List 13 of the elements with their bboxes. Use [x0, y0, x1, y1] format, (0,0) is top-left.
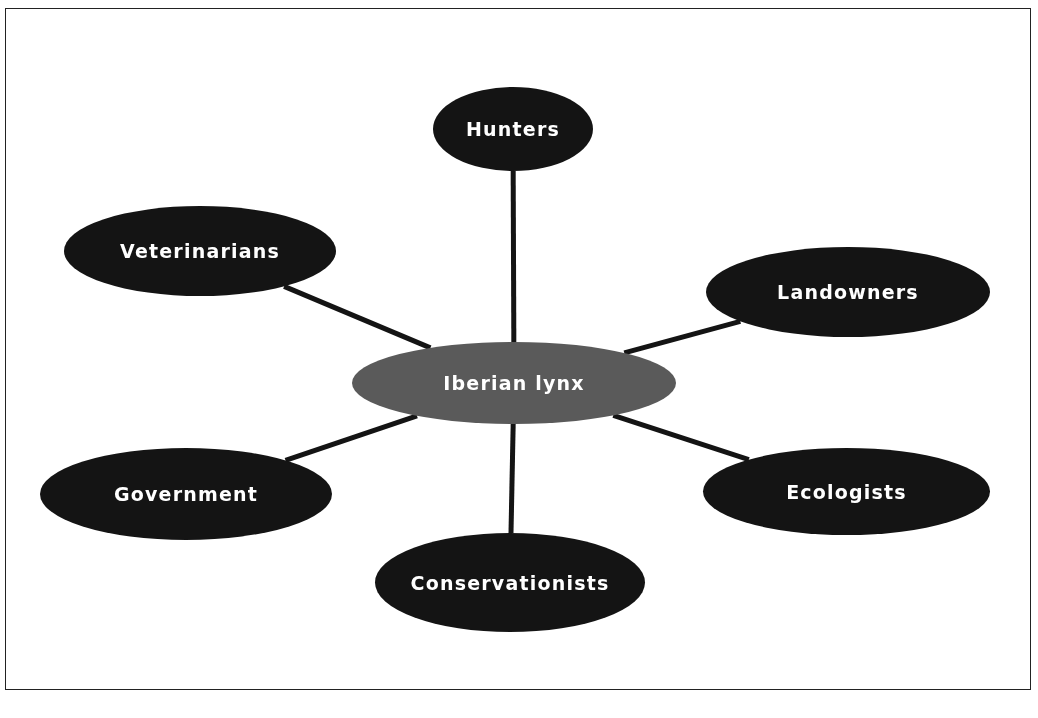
connector-line — [510, 171, 517, 342]
ellipse-label: Hunters — [466, 118, 560, 140]
connector-line — [283, 284, 432, 351]
ellipse-label: Iberian lynx — [443, 372, 585, 394]
connector-line — [284, 413, 418, 463]
ellipse-label: Government — [113, 483, 259, 505]
connector-line — [508, 423, 516, 534]
ellipse-label: Ecologists — [786, 480, 907, 503]
connector-line — [623, 318, 741, 356]
ellipse-label: Landowners — [777, 281, 919, 303]
ellipse-label: Veterinarians — [120, 240, 280, 262]
connector-line — [612, 413, 750, 462]
ellipse-label: Conservationists — [410, 571, 610, 594]
